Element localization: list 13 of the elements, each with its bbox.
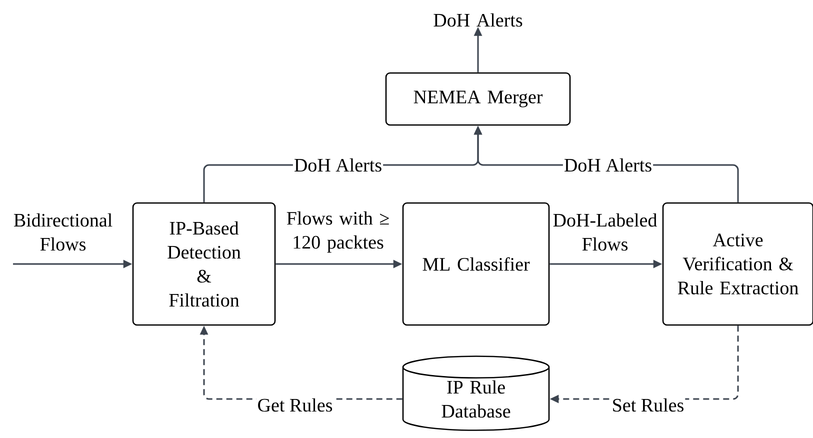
edge-label: DoH Alerts (562, 157, 654, 173)
process-box: IP-Based Detection & Filtration (132, 202, 276, 326)
edge-label: DoH-Labeled Flows (553, 213, 657, 251)
process-box: Active Verification & Rule Extraction (662, 202, 813, 326)
edge-label: DoH Alerts (292, 157, 384, 173)
process-box: ML Classifier (402, 202, 550, 326)
output-label: DoH Alerts (434, 13, 522, 27)
process-box: NEMEA Merger (385, 72, 571, 126)
edge-label: Bidirectional Flows (14, 213, 112, 251)
database-cylinder: IP Rule Database (402, 356, 550, 431)
edge-label: Set Rules (610, 397, 686, 413)
edge-label: Get Rules (256, 397, 334, 413)
edge-label: Flows with ≥ 120 packtes (286, 211, 389, 253)
